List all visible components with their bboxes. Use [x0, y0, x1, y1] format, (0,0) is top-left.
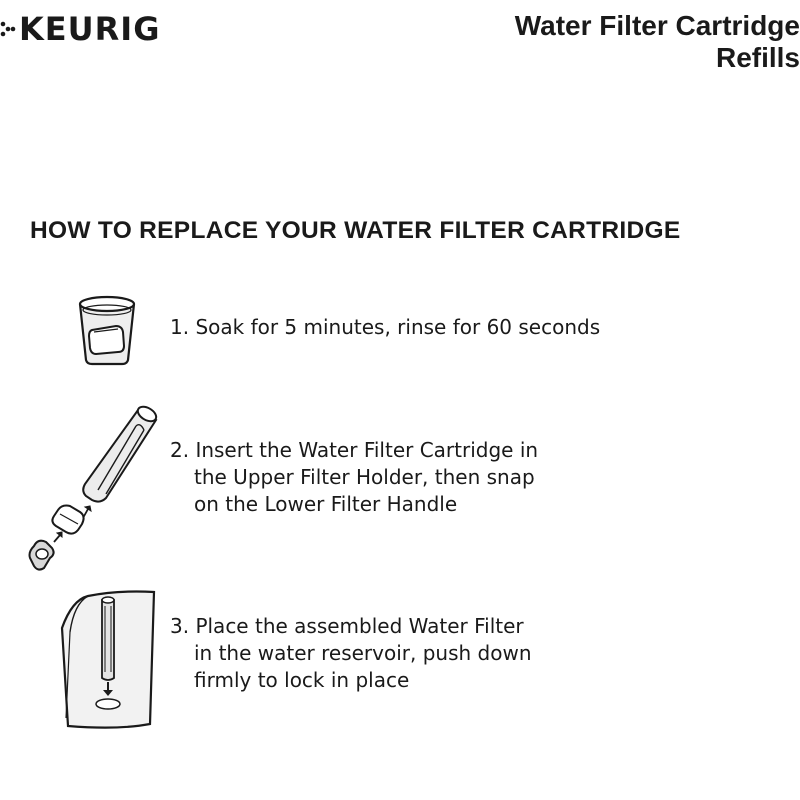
keurig-logo: KEURIG — [0, 12, 160, 46]
step-2-line-2: the Upper Filter Holder, then snap — [194, 465, 535, 489]
filter-assembly-icon — [28, 405, 158, 571]
logo-text: KEURIG — [19, 10, 161, 48]
reservoir-icon — [60, 590, 156, 729]
step-1-line-1: 1. Soak for 5 minutes, rinse for 60 seco… — [170, 315, 601, 339]
step-3-line-1: 3. Place the assembled Water Filter — [170, 614, 524, 638]
section-heading: HOW TO REPLACE YOUR WATER FILTER CARTRID… — [30, 217, 681, 244]
title-line-1: Water Filter Cartridge — [514, 10, 800, 41]
cup-with-cartridge-icon — [78, 295, 136, 366]
step-3-line-2: in the water reservoir, push down — [194, 641, 532, 665]
step-2-text: 2. Insert the Water Filter Cartridge in … — [170, 437, 630, 518]
title-line-2: Refills — [715, 42, 800, 73]
document-title: Water Filter Cartridge Refills — [380, 10, 800, 74]
step-2-line-3: on the Lower Filter Handle — [194, 492, 458, 516]
step-3-line-3: firmly to lock in place — [194, 668, 410, 692]
step-3-text: 3. Place the assembled Water Filter in t… — [170, 613, 630, 694]
step-1-text: 1. Soak for 5 minutes, rinse for 60 seco… — [170, 314, 630, 341]
step-2-line-1: 2. Insert the Water Filter Cartridge in — [170, 438, 539, 462]
logo-dots-icon — [0, 21, 16, 37]
